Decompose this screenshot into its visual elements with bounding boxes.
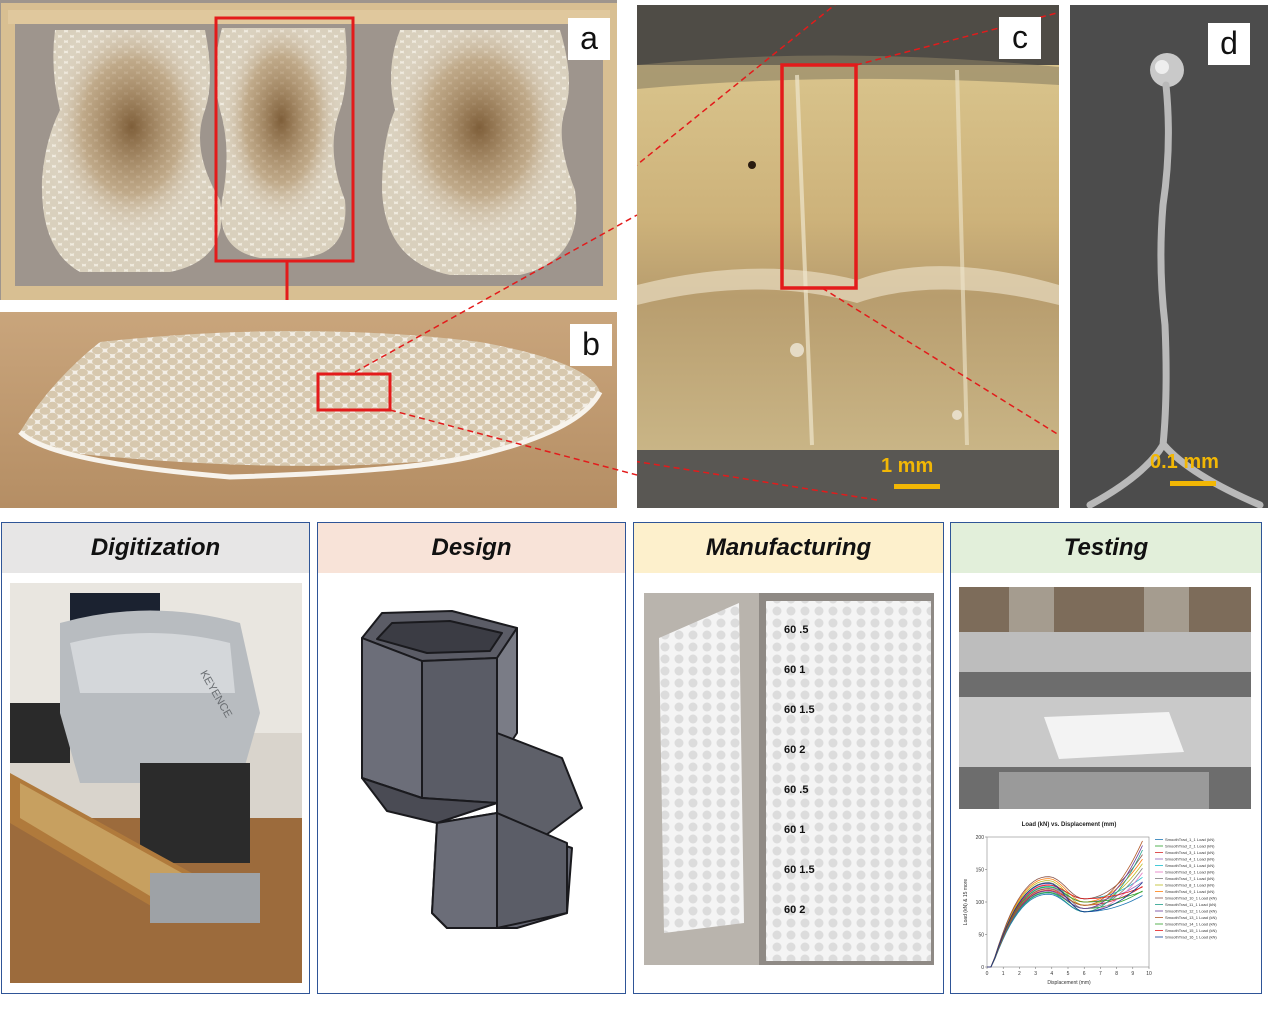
legend-entry: SmoothTrad_10_1 Load (kN)	[1165, 896, 1217, 901]
legend-entry: SmoothTrad_7_1 Load (kN)	[1165, 876, 1215, 881]
comb-side-photo	[0, 312, 617, 508]
chart-curves	[987, 840, 1143, 968]
scanner-photo: KEYENCE	[10, 583, 302, 983]
printed-specimens-photo: 60 .5 60 1 60 1.5 60 2 60 .5 60 1 60 1.5…	[644, 593, 934, 965]
specimen-labels: 60 .5 60 1 60 1.5 60 2 60 .5 60 1 60 1.5…	[784, 624, 815, 916]
x-tick-label: 6	[1083, 971, 1086, 977]
legend-entry: SmoothTrad_15_1 Load (kN)	[1165, 928, 1217, 933]
load-curve	[987, 858, 1143, 968]
y-tick-label: 100	[976, 900, 985, 906]
stage-title-manufacturing: Manufacturing	[634, 523, 943, 573]
stage-design: Design	[317, 522, 626, 994]
specimen-label: 60 .5	[784, 784, 808, 796]
x-tick-label: 3	[1034, 971, 1037, 977]
stage-manufacturing: Manufacturing 60 .5 60 1 60 1.5 60 2 60 …	[633, 522, 944, 994]
legend-entry: SmoothTrad_6_1 Load (kN)	[1165, 870, 1215, 875]
chart-xlabel: Displacement (mm)	[1047, 980, 1091, 986]
load-curve	[987, 849, 1143, 968]
selection-box	[316, 372, 392, 412]
test-machine-photo	[959, 587, 1251, 809]
panel-label-c: c	[999, 17, 1041, 59]
x-tick-label: 8	[1115, 971, 1118, 977]
load-displacement-chart: Load (kN) vs. Displacement (mm) 0 1 2 3 4 5 6 7…	[959, 817, 1251, 987]
y-tick-label: 50	[978, 933, 984, 939]
hexagon-cad-model	[361, 610, 583, 929]
x-tick-label: 4	[1050, 971, 1053, 977]
scale-bar-c	[894, 484, 940, 489]
specimen-label: 60 1	[784, 824, 805, 836]
load-curve	[987, 854, 1143, 968]
honeycomb-frame-photo	[1, 3, 617, 300]
selection-box	[214, 16, 355, 263]
legend-entry: SmoothTrad_13_1 Load (kN)	[1165, 915, 1217, 920]
scale-label-c: 1 mm	[881, 455, 934, 477]
legend-entry: SmoothTrad_8_1 Load (kN)	[1165, 883, 1215, 888]
zoom-box	[780, 63, 858, 290]
y-tick-label: 200	[976, 835, 985, 841]
legend-entry: SmoothTrad_9_1 Load (kN)	[1165, 889, 1215, 894]
legend-entry: SmoothTrad_12_1 Load (kN)	[1165, 909, 1217, 914]
load-curve	[987, 882, 1143, 968]
x-tick-label: 5	[1067, 971, 1070, 977]
load-curve	[987, 886, 1143, 968]
legend-entry: SmoothTrad_5_1 Load (kN)	[1165, 863, 1215, 868]
panel-c-cross-section: c 1 mm	[637, 5, 1059, 508]
stage-title-digitization: Digitization	[2, 523, 309, 573]
x-tick-label: 9	[1131, 971, 1134, 977]
specimen-label: 60 1.5	[784, 864, 815, 876]
scale-bar-d	[1170, 481, 1216, 486]
stage-digitization: Digitization KEYENCE	[1, 522, 310, 994]
specimen-label: 60 2	[784, 904, 805, 916]
legend-entry: SmoothTrad_3_1 Load (kN)	[1165, 850, 1215, 855]
chart-title: Load (kN) vs. Displacement (mm)	[1022, 822, 1117, 828]
legend-entry: SmoothTrad_14_1 Load (kN)	[1165, 922, 1217, 927]
legend-entry: SmoothTrad_1_1 Load (kN)	[1165, 837, 1215, 842]
panel-b-comb-side: b	[0, 312, 617, 508]
legend-entry: SmoothTrad_2_1 Load (kN)	[1165, 844, 1215, 849]
panel-a-honeycomb-frame: a	[0, 0, 617, 300]
specimen-label: 60 1.5	[784, 704, 815, 716]
legend-entry: SmoothTrad_4_1 Load (kN)	[1165, 857, 1215, 862]
specimen-label: 60 2	[784, 744, 805, 756]
y-tick-label: 150	[976, 868, 985, 874]
cell-wall-micrograph	[1070, 5, 1268, 508]
x-tick-label: 7	[1099, 971, 1102, 977]
panel-label-a: a	[568, 18, 610, 60]
legend-entry: SmoothTrad_11_1 Load (kN)	[1165, 902, 1217, 907]
stage-testing: Testing Load (kN) vs. Displacement (mm) …	[950, 522, 1262, 994]
x-tick-label: 10	[1146, 971, 1152, 977]
stage-title-design: Design	[318, 523, 625, 573]
load-curve	[987, 893, 1143, 968]
x-tick-label: 2	[1018, 971, 1021, 977]
panel-label-b: b	[570, 324, 612, 366]
load-curve	[987, 845, 1143, 968]
specimen-label: 60 1	[784, 664, 805, 676]
panel-d-cell-wall: d 0.1 mm	[1070, 5, 1268, 508]
chart-legend: SmoothTrad_1_1 Load (kN) SmoothTrad_2_1 L…	[1155, 837, 1217, 940]
cross-section-photo	[637, 5, 1059, 508]
load-curve	[987, 840, 1143, 968]
x-tick-label: 1	[1002, 971, 1005, 977]
stage-title-testing: Testing	[951, 523, 1261, 573]
specimen-label: 60 .5	[784, 624, 808, 636]
chart-ylabel: Load (kN) & 15 more	[963, 879, 969, 926]
scale-label-d: 0.1 mm	[1150, 451, 1219, 473]
y-tick-label: 0	[981, 965, 984, 971]
load-curve	[987, 884, 1143, 968]
legend-entry: SmoothTrad_16_1 Load (kN)	[1165, 935, 1217, 940]
panel-label-d: d	[1208, 23, 1250, 65]
x-tick-label: 0	[986, 971, 989, 977]
load-curve	[987, 890, 1143, 968]
zoom-connectors	[354, 214, 638, 476]
